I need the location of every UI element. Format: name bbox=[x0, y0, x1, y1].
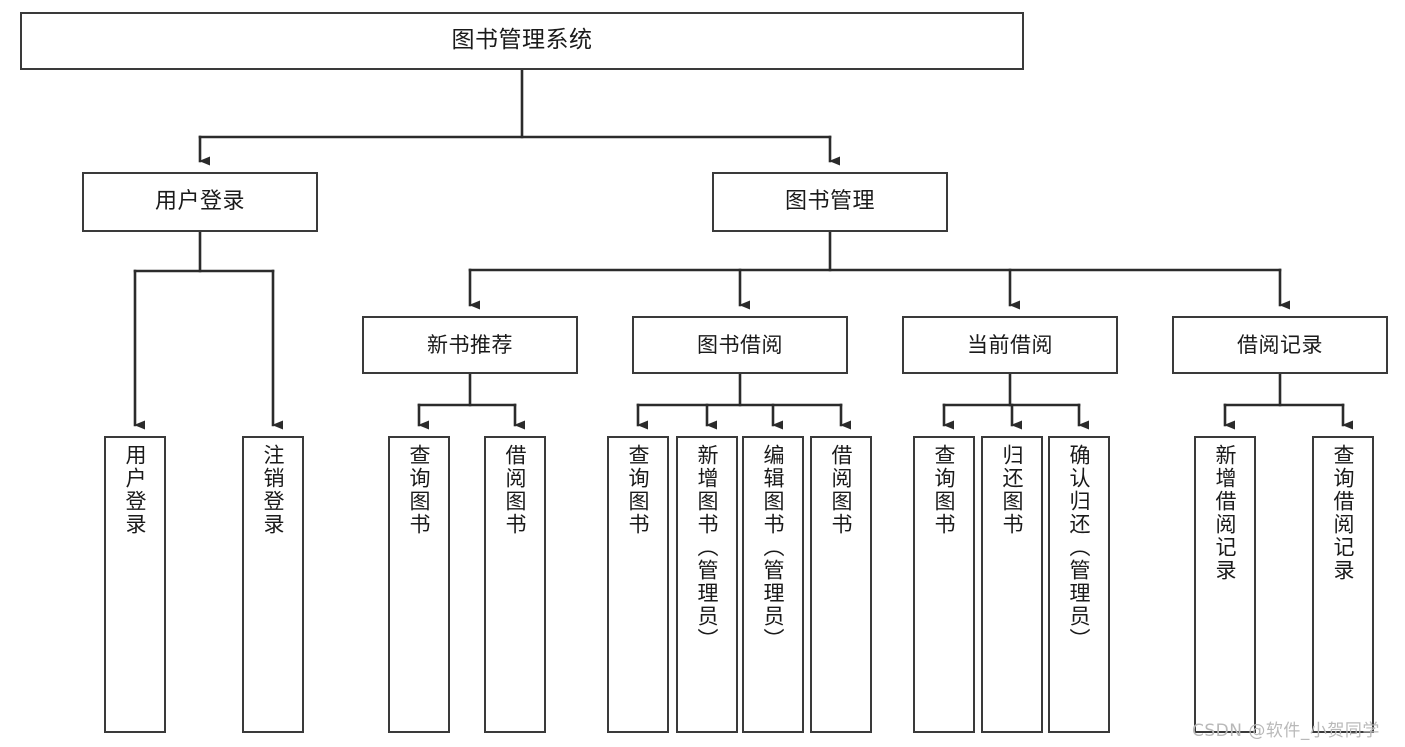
node-leaf-query-book-borrow[interactable]: 查询图书 bbox=[607, 436, 669, 733]
node-leaf-add-borrow-record-label: 新增借阅记录 bbox=[1213, 444, 1238, 582]
node-user-login-label: 用户登录 bbox=[154, 189, 245, 215]
node-leaf-add-book[interactable]: 新增图书（管理员） bbox=[676, 436, 738, 733]
node-user-login[interactable]: 用户登录 bbox=[82, 172, 318, 232]
node-book-borrow[interactable]: 图书借阅 bbox=[632, 316, 848, 374]
node-leaf-user-logout-label: 注销登录 bbox=[261, 444, 286, 536]
node-leaf-query-book-recommend-label: 查询图书 bbox=[407, 444, 432, 536]
node-leaf-add-book-label: 新增图书（管理员） bbox=[695, 444, 720, 651]
node-leaf-edit-book[interactable]: 编辑图书（管理员） bbox=[742, 436, 804, 733]
node-root-label: 图书管理系统 bbox=[451, 27, 593, 54]
node-new-book-recommend-label: 新书推荐 bbox=[427, 332, 513, 357]
node-borrow-record-label: 借阅记录 bbox=[1237, 332, 1323, 357]
node-leaf-user-login-label: 用户登录 bbox=[123, 444, 148, 536]
node-leaf-user-logout[interactable]: 注销登录 bbox=[242, 436, 304, 733]
node-leaf-borrow-book[interactable]: 借阅图书 bbox=[810, 436, 872, 733]
node-leaf-query-book-current-label: 查询图书 bbox=[932, 444, 957, 536]
node-book-management-label: 图书管理 bbox=[784, 189, 875, 215]
node-root[interactable]: 图书管理系统 bbox=[20, 12, 1024, 70]
node-current-borrow-label: 当前借阅 bbox=[967, 332, 1053, 357]
node-new-book-recommend[interactable]: 新书推荐 bbox=[362, 316, 578, 374]
node-leaf-query-borrow-record[interactable]: 查询借阅记录 bbox=[1312, 436, 1374, 733]
node-leaf-confirm-return[interactable]: 确认归还（管理员） bbox=[1048, 436, 1110, 733]
node-leaf-query-book-current[interactable]: 查询图书 bbox=[913, 436, 975, 733]
csdn-watermark: CSDN @软件_小贺同学 bbox=[1192, 721, 1380, 741]
node-leaf-query-book-recommend[interactable]: 查询图书 bbox=[388, 436, 450, 733]
node-leaf-edit-book-label: 编辑图书（管理员） bbox=[761, 444, 786, 651]
node-leaf-add-borrow-record[interactable]: 新增借阅记录 bbox=[1194, 436, 1256, 733]
node-leaf-return-book-label: 归还图书 bbox=[1000, 444, 1025, 536]
node-leaf-query-book-borrow-label: 查询图书 bbox=[626, 444, 651, 536]
node-leaf-borrow-book-label: 借阅图书 bbox=[829, 444, 854, 536]
node-current-borrow[interactable]: 当前借阅 bbox=[902, 316, 1118, 374]
node-leaf-return-book[interactable]: 归还图书 bbox=[981, 436, 1043, 733]
node-leaf-borrow-book-recommend-label: 借阅图书 bbox=[503, 444, 528, 536]
node-book-borrow-label: 图书借阅 bbox=[697, 332, 783, 357]
node-book-management[interactable]: 图书管理 bbox=[712, 172, 948, 232]
node-leaf-borrow-book-recommend[interactable]: 借阅图书 bbox=[484, 436, 546, 733]
node-leaf-query-borrow-record-label: 查询借阅记录 bbox=[1331, 444, 1356, 582]
node-borrow-record[interactable]: 借阅记录 bbox=[1172, 316, 1388, 374]
node-leaf-user-login[interactable]: 用户登录 bbox=[104, 436, 166, 733]
node-leaf-confirm-return-label: 确认归还（管理员） bbox=[1067, 444, 1092, 651]
